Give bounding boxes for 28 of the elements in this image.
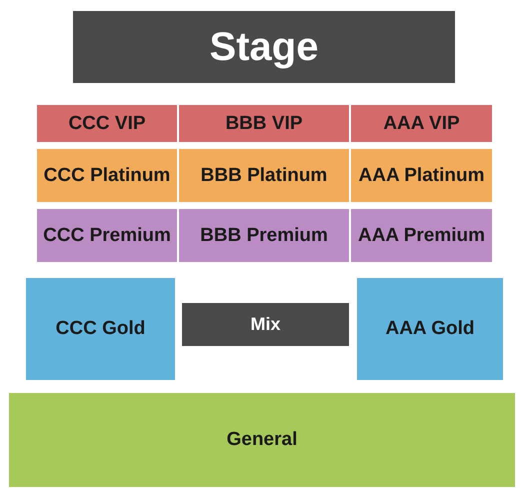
section-label: Stage bbox=[210, 24, 318, 70]
seating-section bbox=[351, 209, 492, 262]
section-label: AAA Platinum bbox=[358, 164, 484, 186]
section-label: BBB Premium bbox=[200, 224, 328, 246]
section-label: BBB Platinum bbox=[200, 164, 328, 186]
seating-section bbox=[179, 149, 349, 202]
seating-section bbox=[37, 149, 177, 202]
seating-section bbox=[26, 278, 175, 380]
seating-section bbox=[9, 393, 515, 487]
seating-section bbox=[179, 105, 349, 142]
section-label: AAA VIP bbox=[383, 112, 460, 134]
section-label: CCC Gold bbox=[56, 318, 146, 340]
section-label: General bbox=[226, 429, 298, 451]
section-label: BBB VIP bbox=[225, 112, 303, 134]
seating-section bbox=[357, 278, 503, 380]
section-label: CCC Platinum bbox=[44, 164, 170, 186]
section-label: AAA Premium bbox=[358, 224, 486, 246]
seating-section bbox=[182, 303, 349, 346]
section-label: CCC Premium bbox=[43, 224, 171, 246]
seating-section bbox=[179, 209, 349, 262]
seating-section bbox=[351, 149, 492, 202]
section-label: Mix bbox=[250, 314, 280, 335]
seating-section bbox=[73, 11, 455, 83]
section-label: AAA Gold bbox=[385, 318, 474, 340]
seating-section bbox=[351, 105, 492, 142]
seating-section bbox=[37, 209, 177, 262]
seating-section bbox=[37, 105, 177, 142]
section-label: CCC VIP bbox=[68, 112, 146, 134]
